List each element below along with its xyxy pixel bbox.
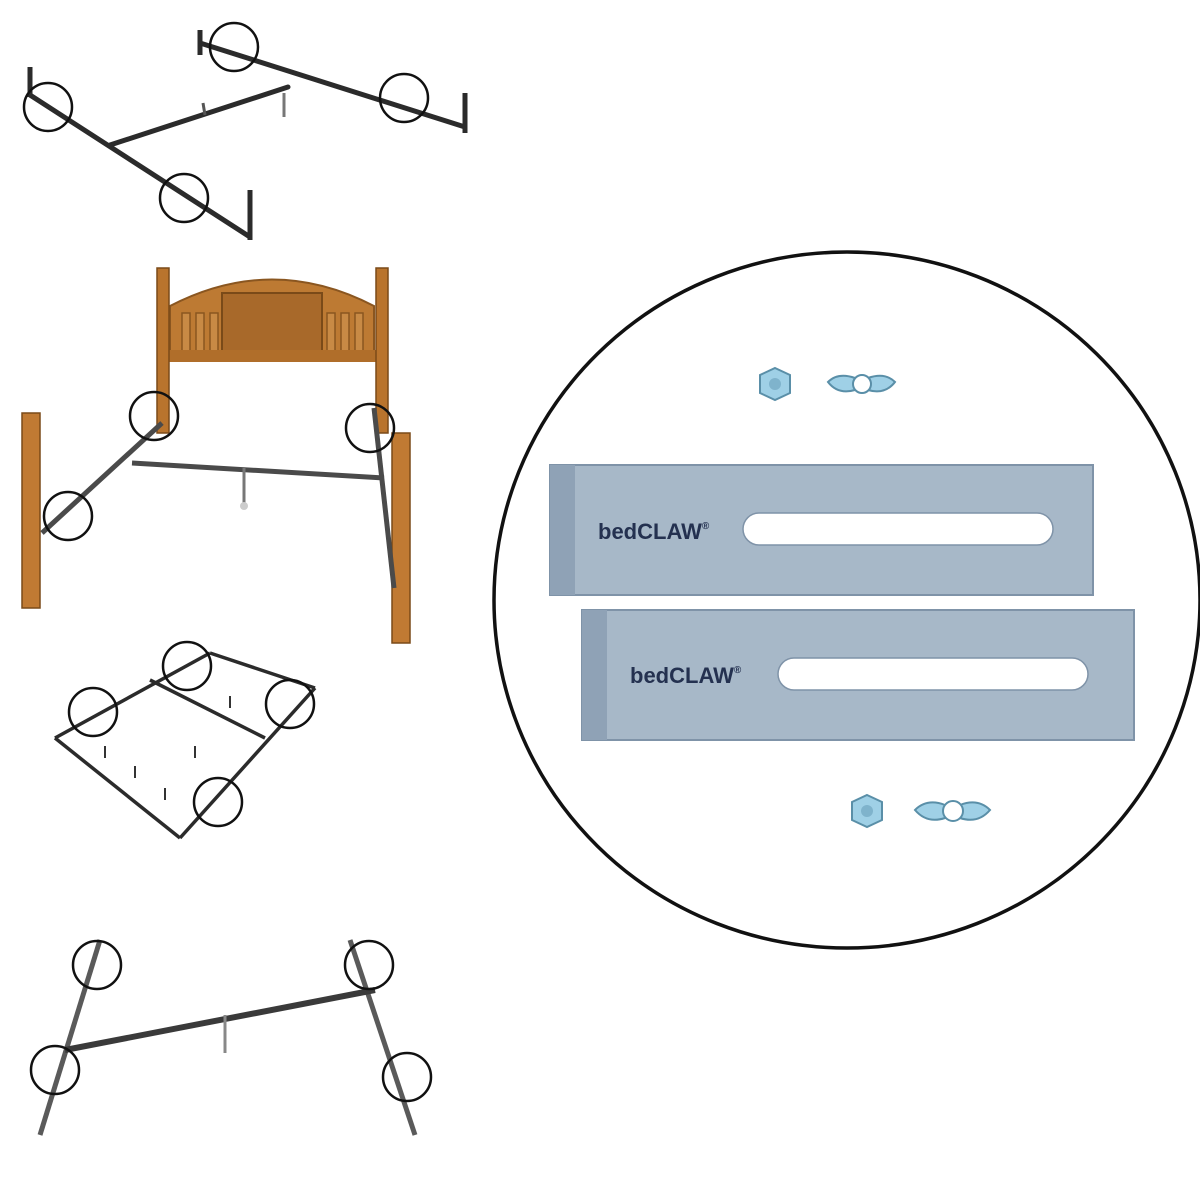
hex-nut-top [759, 366, 791, 402]
plate-1-slot [742, 512, 1054, 546]
highlight-circle-3 [22, 81, 74, 133]
foot-rail [178, 686, 317, 840]
highlight-circle-1 [71, 939, 123, 991]
center-bar [149, 678, 266, 740]
head-rail [54, 651, 211, 740]
left-rail [40, 421, 164, 535]
plate-2-brand: bedCLAW® [630, 663, 742, 688]
basic-frame-diagram [15, 935, 440, 1145]
highlight-circle-3 [67, 686, 119, 738]
head-post-left [156, 267, 170, 434]
side-rail-right [347, 939, 418, 1136]
side-rail-left [37, 939, 103, 1136]
highlight-circle-4 [192, 776, 244, 828]
highlight-circle-2 [344, 402, 396, 454]
detail-circle-outline [492, 250, 1200, 950]
right-rail [371, 407, 397, 589]
rail-back [197, 40, 468, 130]
bedclaw-plate-2 [581, 609, 1135, 741]
foot-post-right [391, 432, 411, 644]
headboard-panel [221, 292, 323, 359]
highlight-circle-1 [128, 390, 180, 442]
wing-nut-top [826, 374, 897, 394]
center-bar [131, 460, 385, 481]
bedclaw-plate-1 [549, 464, 1094, 596]
highlight-circle-2 [343, 939, 395, 991]
product-detail-circle: bedCLAW® bedCLAW® [490, 250, 1200, 955]
rail-frame-diagram [10, 15, 480, 245]
highlight-circle-4 [158, 172, 210, 224]
highlight-circle-3 [29, 1044, 81, 1096]
highlight-circle-3 [42, 490, 94, 542]
plate-1-brand: bedCLAW® [598, 519, 710, 544]
cross-bar [107, 84, 291, 148]
head-post-right [375, 267, 389, 434]
wing-nut-bottom [913, 800, 992, 822]
center-support-frame-diagram [50, 638, 325, 853]
highlight-circle-2 [378, 72, 430, 124]
hex-nut-bottom [851, 793, 883, 829]
cross-bar [64, 987, 376, 1053]
highlight-circle-1 [161, 640, 213, 692]
highlight-circle-1 [208, 21, 260, 73]
wooden-bed-diagram [12, 258, 422, 653]
side-rail-left [53, 736, 182, 840]
foot-post-left [21, 412, 41, 609]
highlight-circle-4 [381, 1051, 433, 1103]
highlight-circle-2 [264, 678, 316, 730]
rail-front [27, 92, 253, 240]
plate-2-slot [777, 657, 1089, 691]
